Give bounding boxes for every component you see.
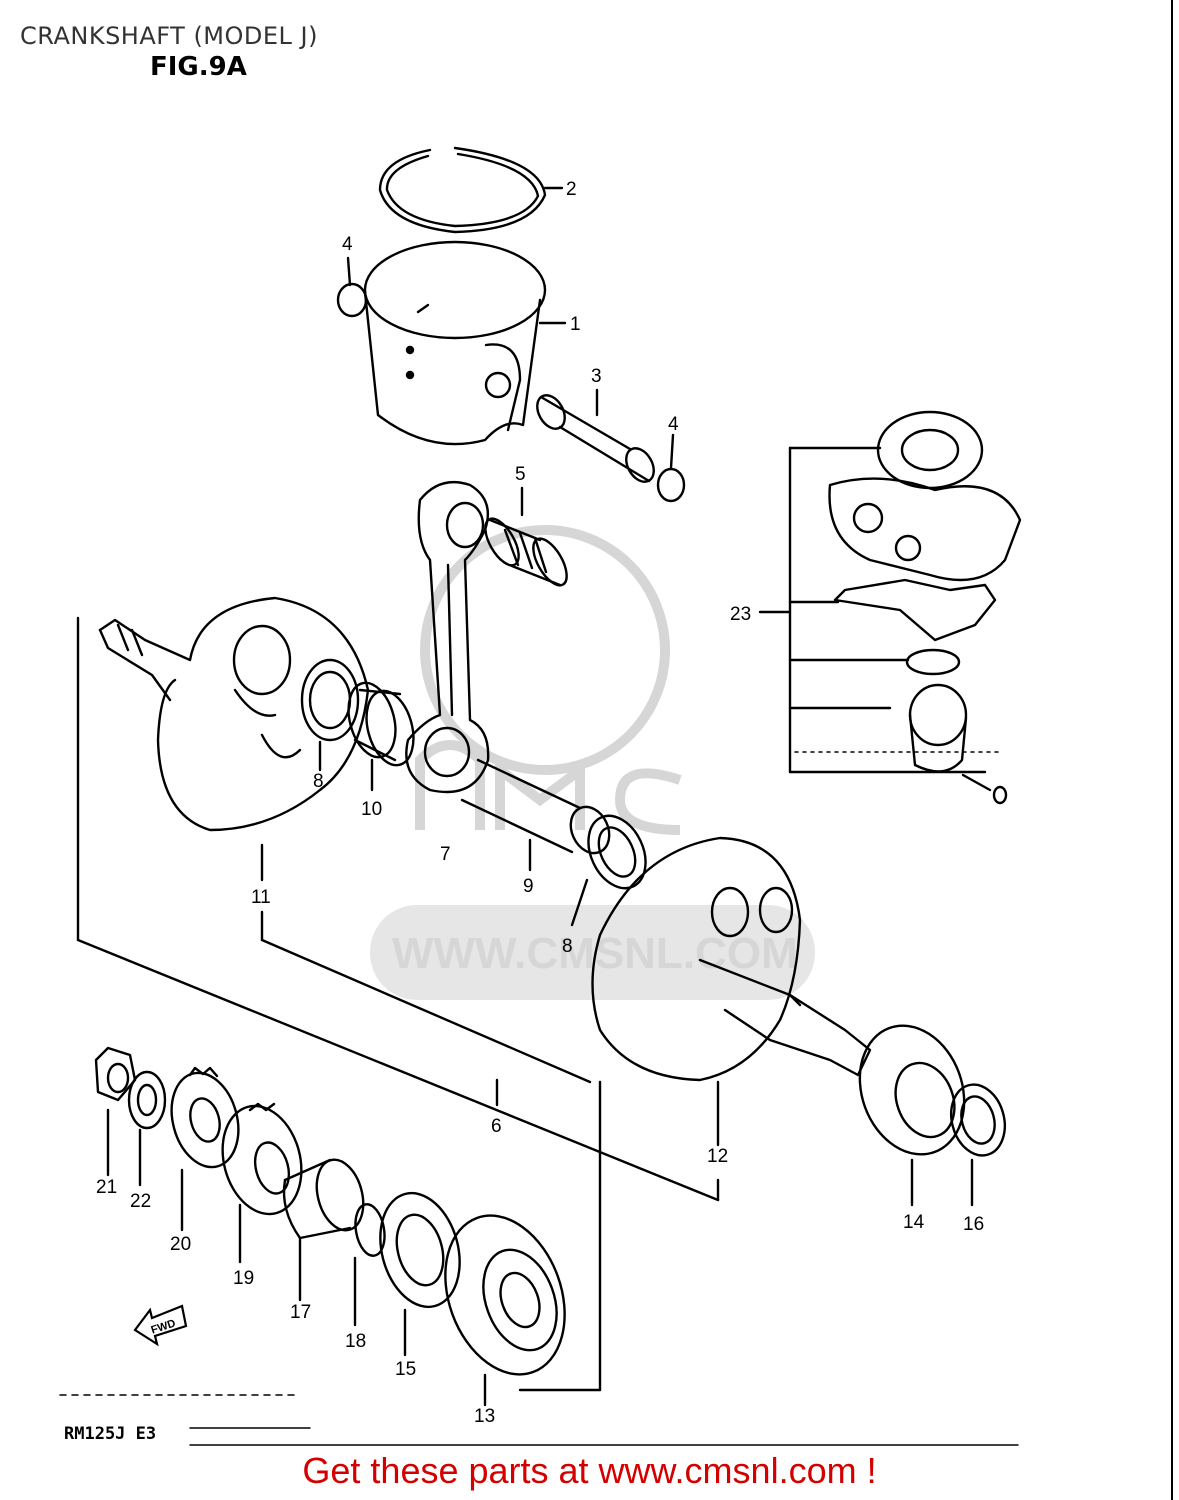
callout-21: 21 — [96, 1177, 117, 1198]
circlip-shaft — [354, 1203, 386, 1257]
connecting-rod — [405, 480, 490, 794]
callout-17: 17 — [290, 1302, 311, 1323]
bearing-right — [858, 1024, 966, 1156]
callout-19: 19 — [233, 1268, 254, 1289]
forward-arrow-icon: FWD — [133, 1304, 188, 1347]
callout-18: 18 — [345, 1331, 366, 1352]
callout-16: 16 — [963, 1214, 984, 1235]
callout-10: 10 — [361, 799, 382, 820]
callout-5: 5 — [515, 464, 526, 485]
piston-pin — [536, 394, 655, 483]
washer — [127, 1070, 167, 1130]
big-end-bearing — [347, 681, 415, 767]
spacer — [282, 1158, 365, 1240]
crank-pin — [460, 758, 611, 855]
callout-12: 12 — [707, 1146, 728, 1167]
callout-11: 11 — [251, 887, 271, 908]
callout-6: 6 — [491, 1116, 502, 1137]
page-title: CRANKSHAFT (MODEL J) — [20, 22, 318, 50]
primary-drive-gear — [170, 1066, 240, 1169]
callout-7: 7 — [440, 844, 451, 865]
crankshaft-left-half — [98, 596, 370, 832]
callout-8-right: 8 — [562, 936, 573, 957]
thrust-washer-left — [300, 658, 360, 742]
watermark-logo — [415, 525, 682, 835]
small-end-bearing — [484, 517, 568, 587]
gasket-set — [828, 410, 1022, 805]
callout-13: 13 — [474, 1406, 495, 1427]
piston-ring — [378, 146, 547, 234]
circlip-right — [656, 467, 686, 503]
thrust-washer-right — [587, 814, 647, 890]
piston — [363, 240, 547, 446]
callout-15: 15 — [395, 1359, 416, 1380]
callout-3: 3 — [591, 366, 602, 387]
callout-2: 2 — [566, 179, 577, 200]
callout-4-right: 4 — [668, 414, 679, 435]
crankshaft-right-half — [591, 836, 872, 1082]
oil-seal-right — [950, 1083, 1006, 1157]
bearing-left — [444, 1214, 566, 1376]
callout-8-left: 8 — [313, 771, 324, 792]
parts-link-banner[interactable]: Get these parts at www.cmsnl.com ! — [302, 1450, 877, 1491]
callout-14: 14 — [903, 1212, 925, 1233]
page-edge — [1171, 0, 1179, 1500]
callout-20: 20 — [170, 1234, 191, 1255]
watermark-banner — [370, 905, 815, 1000]
oil-seal-left — [379, 1191, 461, 1309]
drive-gear — [221, 1102, 303, 1216]
model-code: RM125J E3 — [64, 1424, 157, 1444]
callout-9: 9 — [523, 876, 534, 897]
callout-1: 1 — [570, 314, 581, 335]
circlip-left — [336, 282, 368, 318]
callout-23: 23 — [730, 604, 751, 625]
callout-22: 22 — [130, 1191, 151, 1212]
figure-label: FIG.9A — [150, 52, 247, 82]
callout-4-left: 4 — [342, 234, 353, 255]
